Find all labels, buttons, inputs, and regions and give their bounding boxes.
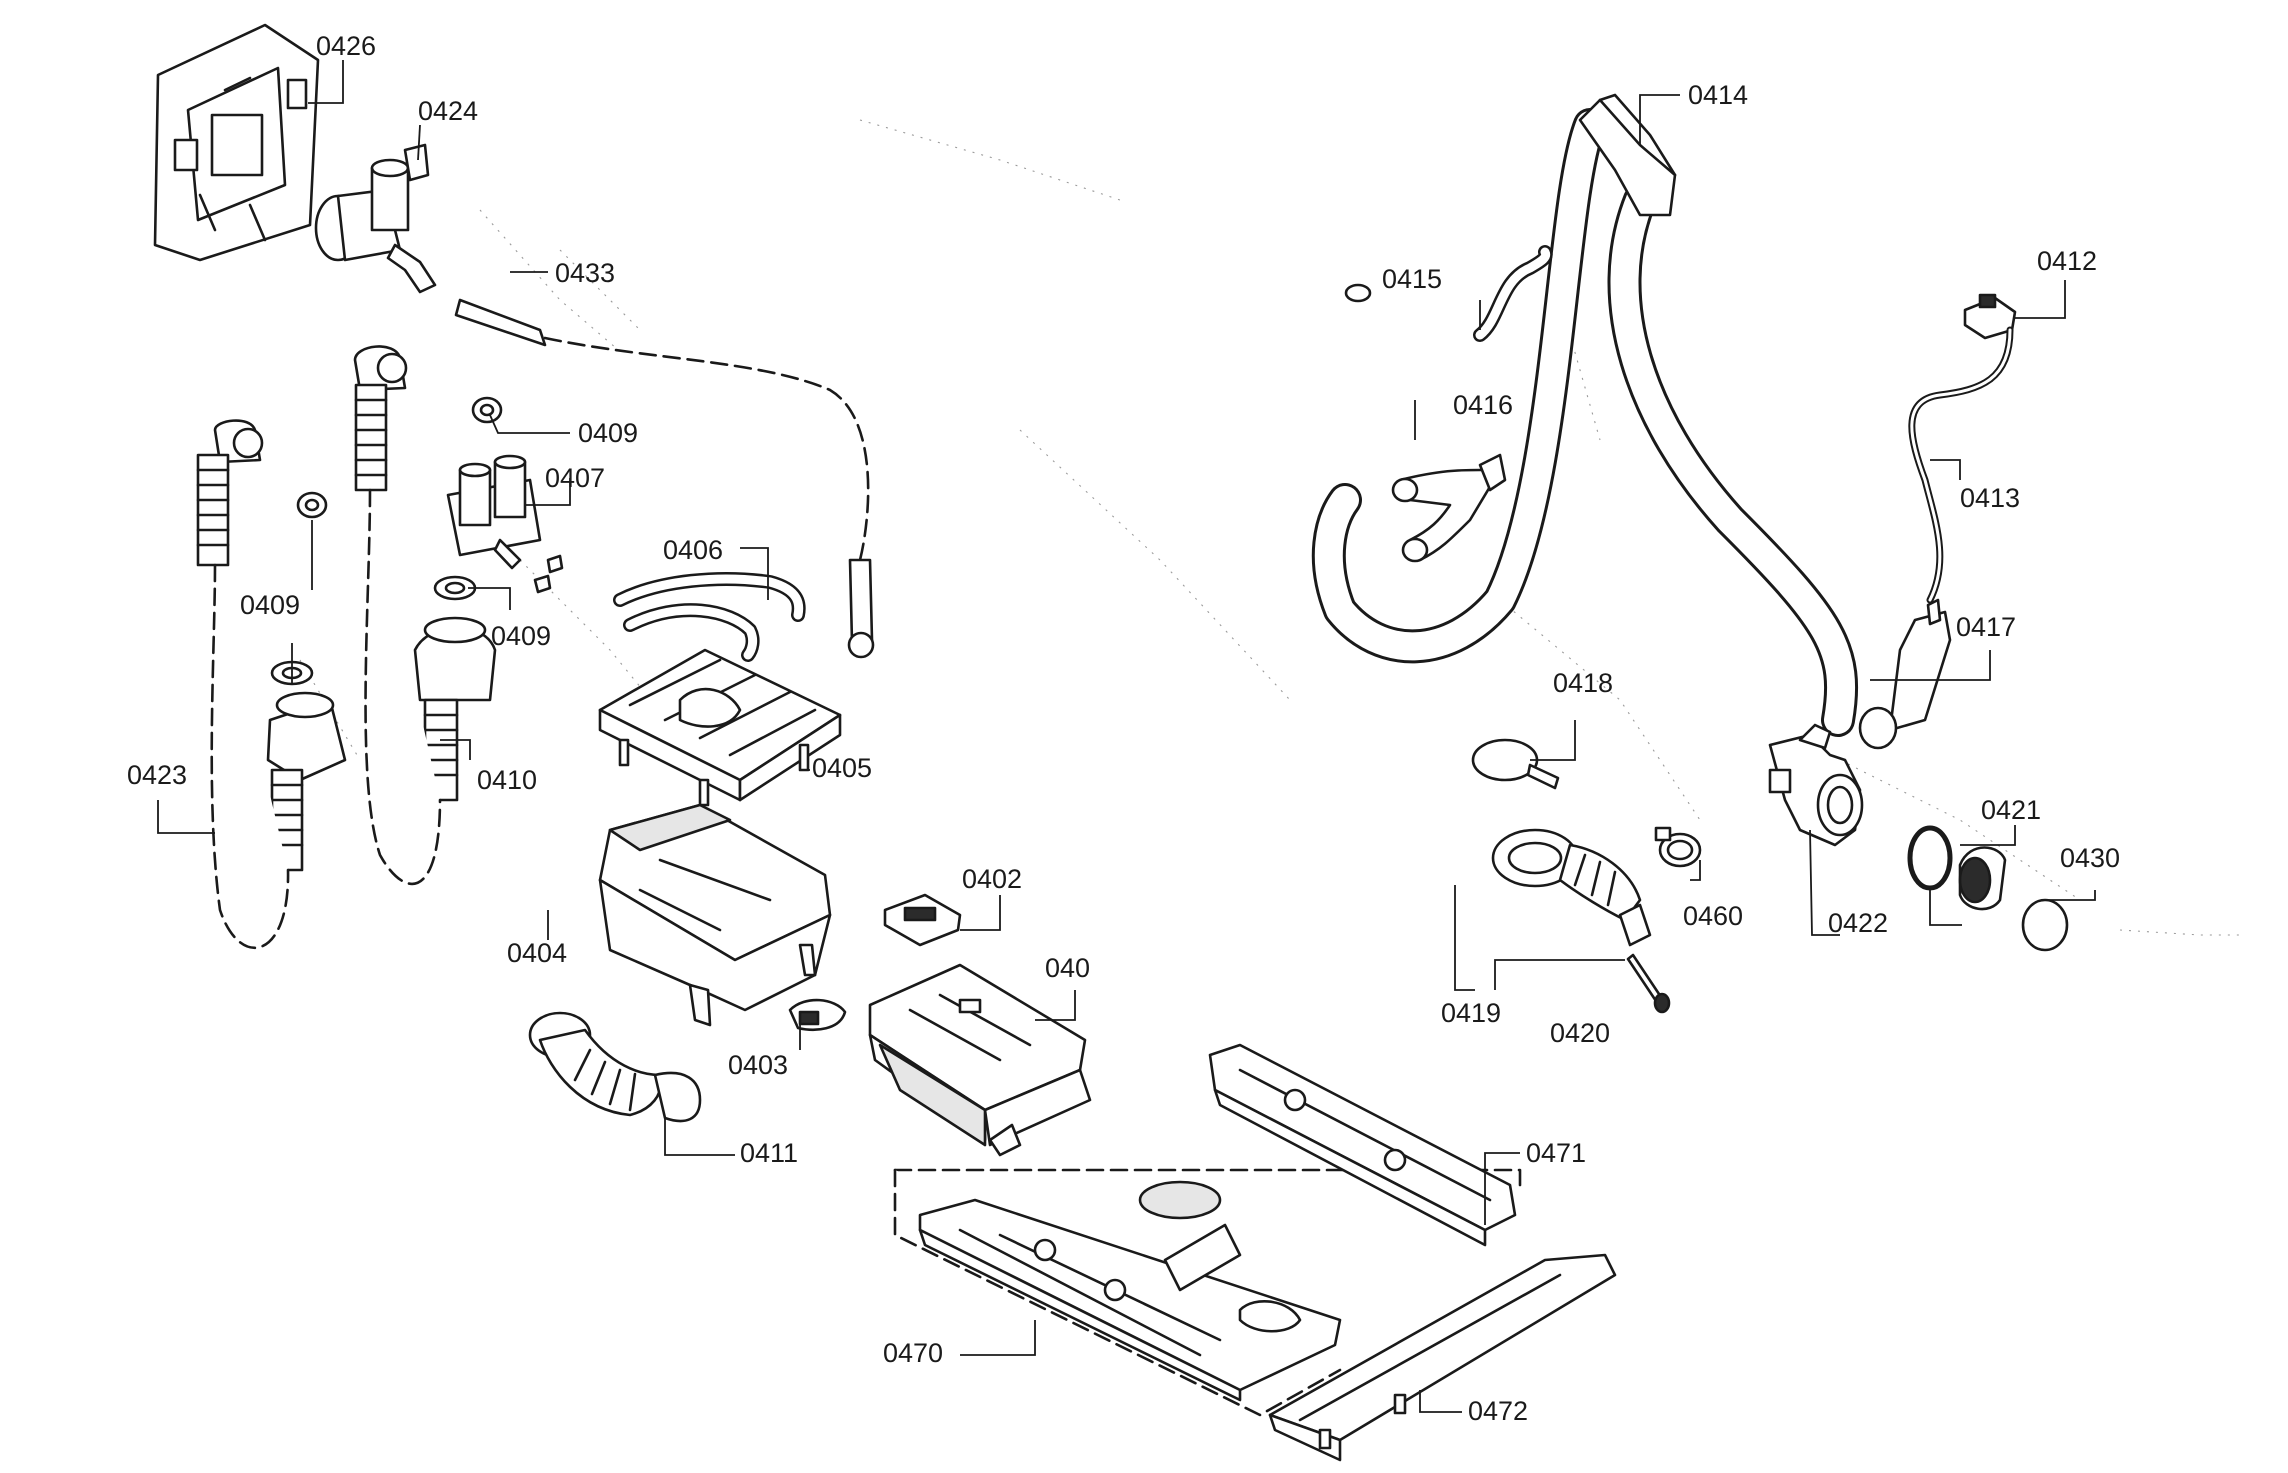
label-0422: 0422	[1828, 908, 1889, 938]
label-0472: 0472	[1468, 1396, 1529, 1426]
label-0413: 0413	[1960, 483, 2021, 513]
label-0411: 0411	[740, 1138, 799, 1168]
label-0470: 0470	[883, 1338, 944, 1368]
pressure-sensor-0412	[1963, 293, 2017, 340]
base-frame-0470	[893, 1168, 1522, 1417]
label-0430: 0430	[2060, 843, 2121, 873]
screw-0420	[1626, 953, 1671, 1014]
filter-0421	[1958, 846, 2007, 911]
label-0405: 0405	[812, 753, 873, 783]
drain-pump-0422	[1768, 723, 1864, 847]
label-0416: 0416	[1453, 390, 1514, 420]
distributor-0405	[598, 648, 842, 807]
label-0420: 0420	[1550, 1018, 1611, 1048]
siphon-cap-0402	[883, 893, 962, 947]
hose-clamp-0418	[1471, 738, 1560, 790]
label-0471: 0471	[1526, 1138, 1587, 1168]
label-0409-top: 0409	[578, 418, 639, 448]
drain-hose-0414	[1311, 93, 1859, 737]
mounting-bracket-0426	[153, 23, 320, 262]
label-0409-left: 0409	[240, 590, 301, 620]
washer-ring-0409-top	[471, 396, 503, 424]
drain-bellows-0419	[1491, 828, 1652, 947]
y-connector-0416	[1391, 453, 1507, 563]
construction-lines	[299, 119, 2240, 936]
label-0460: 0460	[1683, 901, 1744, 931]
base-rail-0472	[1268, 1253, 1617, 1462]
label-0406: 0406	[663, 535, 724, 565]
label-0402: 0402	[962, 864, 1023, 894]
label-0433: 0433	[555, 258, 616, 288]
pressure-tube-0413	[1908, 326, 2014, 604]
dispenser-valve-0407	[446, 454, 564, 594]
inlet-hose-0423	[196, 419, 347, 950]
clip-0403	[788, 998, 847, 1032]
seal-ring-0421	[1907, 825, 1953, 891]
support-bar-0471	[1208, 1043, 1517, 1247]
label-0412: 0412	[2037, 246, 2098, 276]
drawer-housing-0404	[598, 803, 832, 1027]
bellows-hose-0411	[528, 1011, 702, 1123]
label-0421: 0421	[1981, 795, 2042, 825]
clamp-0460	[1654, 826, 1702, 868]
label-0419: 0419	[1441, 998, 1502, 1028]
label-0424: 0424	[418, 96, 479, 126]
hose-0433	[454, 298, 875, 659]
washer-ring-0409-left	[296, 491, 328, 519]
label-0403: 0403	[728, 1050, 789, 1080]
label-0418: 0418	[1553, 668, 1614, 698]
label-0410: 0410	[477, 765, 538, 795]
label-0415: 0415	[1382, 264, 1443, 294]
label-0407: 0407	[545, 463, 606, 493]
detergent-drawer-040	[868, 963, 1092, 1157]
label-0404: 0404	[507, 938, 568, 968]
label-0423: 0423	[127, 760, 188, 790]
inlet-hose-0410	[353, 345, 497, 886]
tubes-0406	[613, 572, 806, 662]
cover-disc-0430	[2021, 898, 2069, 952]
label-0414: 0414	[1688, 80, 1749, 110]
label-0417: 0417	[1956, 612, 2017, 642]
small-hose-0415	[1473, 245, 1553, 342]
label-0426: 0426	[316, 31, 377, 61]
label-040: 040	[1045, 953, 1091, 983]
inlet-valve-0424	[314, 143, 437, 294]
leader-lines	[157, 60, 2096, 1413]
label-0409-mid: 0409	[491, 621, 552, 651]
air-chamber-0417	[1858, 598, 1952, 750]
